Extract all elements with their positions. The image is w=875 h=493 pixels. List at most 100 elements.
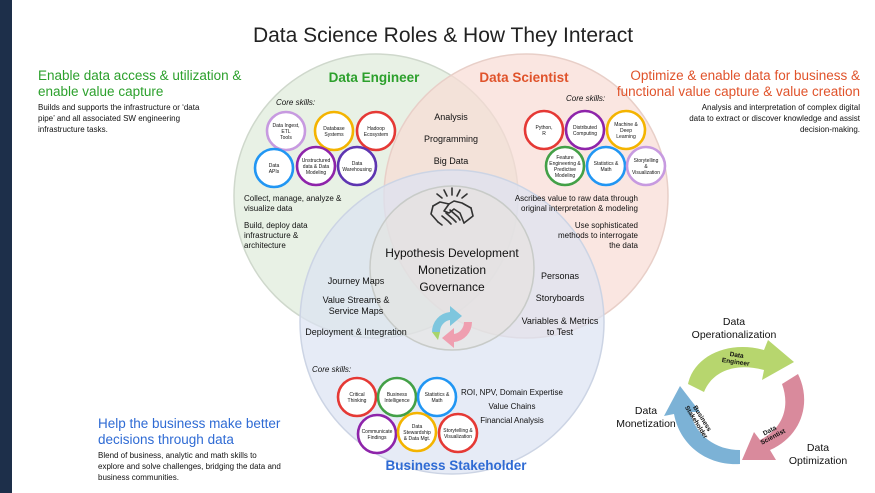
center-item: Hypothesis Development — [385, 246, 519, 260]
overlap-engineer-stakeholder-item: Journey Maps — [328, 276, 385, 286]
business-stakeholder-description: Blend of business, analytic and math ski… — [98, 451, 257, 460]
overlap-engineer-scientist-item: Big Data — [434, 156, 469, 166]
data-scientist-description: decision-making. — [800, 125, 860, 134]
data-engineer-skill-circle — [295, 145, 337, 187]
data-scientist-skill-circle — [605, 109, 647, 151]
overlap-scientist-stakeholder-item: to Test — [547, 327, 574, 337]
data-engineer-skill-label: Unstructured — [302, 158, 331, 164]
data-engineer-skill-label: Data — [352, 161, 363, 167]
business-stakeholder-skill-label: Communicate — [362, 429, 393, 435]
business-stakeholder-skill-label: Findings — [368, 435, 387, 441]
data-scientist-skill-label: Predictive — [554, 167, 576, 173]
data-scientist-skill-label: Distributed — [573, 125, 597, 131]
data-operationalization-label: Data — [723, 316, 745, 328]
data-engineer-heading: Enable data access & utilization & — [38, 68, 241, 83]
data-scientist-note: the data — [609, 241, 638, 250]
data-engineer-skill-label: data & Data — [303, 164, 330, 170]
data-engineer-skill-label: Data — [269, 163, 280, 169]
data-scientist-skill-label: Deep — [620, 128, 632, 134]
data-scientist-skill-label: Engineering & — [549, 161, 581, 167]
data-scientist-arrow — [742, 374, 805, 460]
business-stakeholder-skill-label: Storytelling & — [443, 428, 473, 434]
data-engineer-note: architecture — [244, 241, 286, 250]
data-optimization-label: Optimization — [789, 455, 848, 467]
data-scientist-description: Analysis and interpretation of complex d… — [702, 103, 861, 112]
overlap-engineer-scientist-item: Analysis — [434, 112, 468, 122]
business-stakeholder-skill-circle — [356, 413, 398, 455]
slide: Data Science Roles & How They Interact E… — [12, 0, 875, 493]
data-scientist-skill-label: Learning — [616, 134, 636, 140]
business-stakeholder-core-skills-label: Core skills: — [312, 365, 351, 374]
data-scientist-note: Use sophisticated — [575, 221, 638, 230]
data-scientist-skill-label: Computing — [573, 131, 597, 137]
cycle-arrows-icon — [431, 306, 473, 348]
data-engineer-note: infrastructure & — [244, 231, 299, 240]
data-scientist-description: data to extract or discover knowledge an… — [689, 114, 861, 123]
business-stakeholder-description: explore and solve challenges, bridging t… — [98, 462, 281, 471]
data-scientist-skill-circle — [564, 109, 606, 151]
business-stakeholder-note: Value Chains — [489, 402, 536, 411]
business-stakeholder-arrow — [664, 386, 740, 465]
data-scientist-title: Data Scientist — [479, 70, 569, 85]
data-scientist-skill-circle — [625, 145, 667, 187]
data-engineer-skill-circle — [265, 110, 307, 152]
data-scientist-skill-circle — [585, 145, 627, 187]
data-scientist-skill-label: Storytelling — [634, 158, 659, 164]
business-stakeholder-heading: Help the business make better — [98, 416, 281, 431]
data-engineer-skill-circle — [253, 147, 295, 189]
data-engineer-skill-circle — [313, 110, 355, 152]
business-stakeholder-heading: decisions through data — [98, 432, 234, 447]
business-stakeholder-skill-circle — [416, 376, 458, 418]
data-scientist-skill-label: R — [542, 131, 546, 137]
data-engineer-skill-label: Database — [323, 126, 345, 132]
business-stakeholder-skill-circle — [376, 376, 418, 418]
overlap-engineer-stakeholder-item: Deployment & Integration — [305, 327, 407, 337]
data-engineer-skill-circle — [355, 110, 397, 152]
business-stakeholder-skill-label: Stewardship — [403, 430, 431, 436]
data-scientist-core-skills-label: Core skills: — [566, 94, 605, 103]
data-engineer-note: visualize data — [244, 204, 293, 213]
business-stakeholder-skill-label: Business — [387, 392, 408, 398]
data-scientist-heading: Optimize & enable data for business & — [630, 68, 860, 83]
data-scientist-skill-label: Python, — [536, 125, 553, 131]
data-engineer-description: Builds and supports the infrastructure o… — [38, 103, 200, 112]
business-stakeholder-note: ROI, NPV, Domain Expertise — [461, 388, 564, 397]
data-engineer-heading: enable value capture — [38, 84, 163, 99]
data-scientist-skill-label: Visualization — [632, 170, 660, 176]
data-engineer-description: pipe’ and all associated SW engineering — [38, 114, 180, 123]
business-stakeholder-skill-label: Intelligence — [384, 398, 410, 404]
data-engineer-skill-label: ETL — [281, 129, 290, 135]
page-title: Data Science Roles & How They Interact — [253, 24, 633, 47]
data-optimization-label: Data — [807, 442, 829, 454]
data-engineer-skill-label: Modeling — [306, 170, 327, 176]
overlap-engineer-stakeholder-item: Service Maps — [329, 306, 384, 316]
data-engineer-skill-label: Ecosystem — [364, 132, 388, 138]
venn-diagram: Data Science Roles & How They Interact E… — [38, 24, 861, 482]
data-monetization-label: Data — [635, 405, 657, 417]
data-scientist-skill-label: Feature — [556, 155, 573, 161]
business-stakeholder-skill-label: Math — [431, 398, 442, 404]
center-item: Governance — [419, 280, 485, 294]
data-operationalization-label: Operationalization — [692, 329, 777, 341]
overlap-engineer-scientist-item: Programming — [424, 134, 478, 144]
data-engineer-skill-label: APIs — [269, 169, 280, 175]
business-stakeholder-note: Financial Analysis — [480, 416, 544, 425]
data-engineer-skill-label: Warehousing — [342, 167, 371, 173]
business-stakeholder-skill-circle — [396, 411, 438, 453]
data-engineer-skill-label: Hadoop — [367, 126, 385, 132]
data-engineer-arrow-label: Data — [729, 351, 744, 360]
data-scientist-skill-label: Statistics & — [594, 161, 619, 167]
data-engineer-arrow-label: Engineer — [721, 357, 750, 368]
business-stakeholder-skill-label: Visualization — [444, 434, 472, 440]
business-stakeholder-skill-label: Thinking — [348, 398, 367, 404]
data-engineer-core-skills-label: Core skills: — [276, 98, 315, 107]
data-scientist-heading: functional value capture & value creatio… — [617, 84, 860, 99]
data-engineer-skill-label: Systems — [324, 132, 344, 138]
data-engineer-skill-label: Tools — [280, 135, 292, 141]
center-ring — [369, 185, 535, 351]
business-stakeholder-title: Business Stakeholder — [385, 458, 527, 473]
data-engineer-arrow — [688, 340, 794, 392]
data-scientist-note: original interpretation & modeling — [521, 204, 638, 213]
overlap-scientist-stakeholder-item: Storyboards — [536, 293, 585, 303]
overlap-scientist-stakeholder-item: Personas — [541, 271, 580, 281]
